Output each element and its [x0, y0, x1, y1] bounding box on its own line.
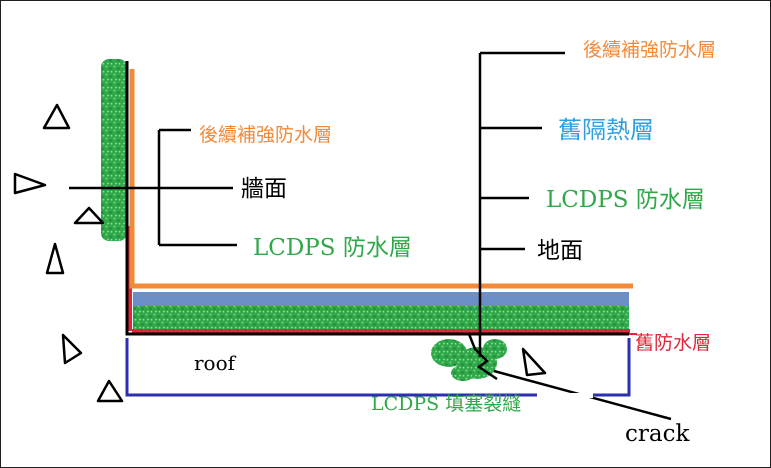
label-left-reinforcement: 後續補強防水層 — [199, 124, 332, 146]
label-crack: crack — [625, 421, 690, 447]
crack-fill-blob — [431, 339, 507, 381]
triangle-icon — [73, 206, 105, 225]
label-crack-fill: LCDPS 填塞裂縫 — [371, 393, 521, 415]
triangle-icon — [13, 172, 47, 195]
triangle-icon — [521, 347, 547, 377]
label-left-lcdps: LCDPS 防水層 — [253, 235, 412, 261]
roof-outline — [125, 338, 631, 397]
triangle-icon — [45, 242, 65, 275]
label-old-waterproof: 舊防水層 — [635, 332, 711, 354]
label-wall-surface: 牆面 — [241, 176, 287, 202]
triangle-icon — [96, 379, 124, 403]
floor-red-line — [132, 329, 630, 333]
label-roof: roof — [194, 351, 237, 375]
wall-floor-outline — [125, 61, 629, 336]
label-right-lcdps: LCDPS 防水層 — [546, 187, 705, 213]
triangle-icon — [42, 103, 71, 130]
wall-green-texture — [101, 59, 127, 241]
triangle-icon — [61, 333, 83, 365]
orange-reinforcement-layer — [129, 69, 633, 289]
label-old-insulation: 舊隔熱層 — [558, 116, 654, 144]
floor-green-band — [133, 306, 629, 330]
crack-line — [467, 333, 498, 381]
roof-gap — [537, 393, 593, 398]
label-right-top-reinforcement: 後續補強防水層 — [583, 39, 716, 61]
label-ground-surface: 地面 — [537, 238, 583, 264]
